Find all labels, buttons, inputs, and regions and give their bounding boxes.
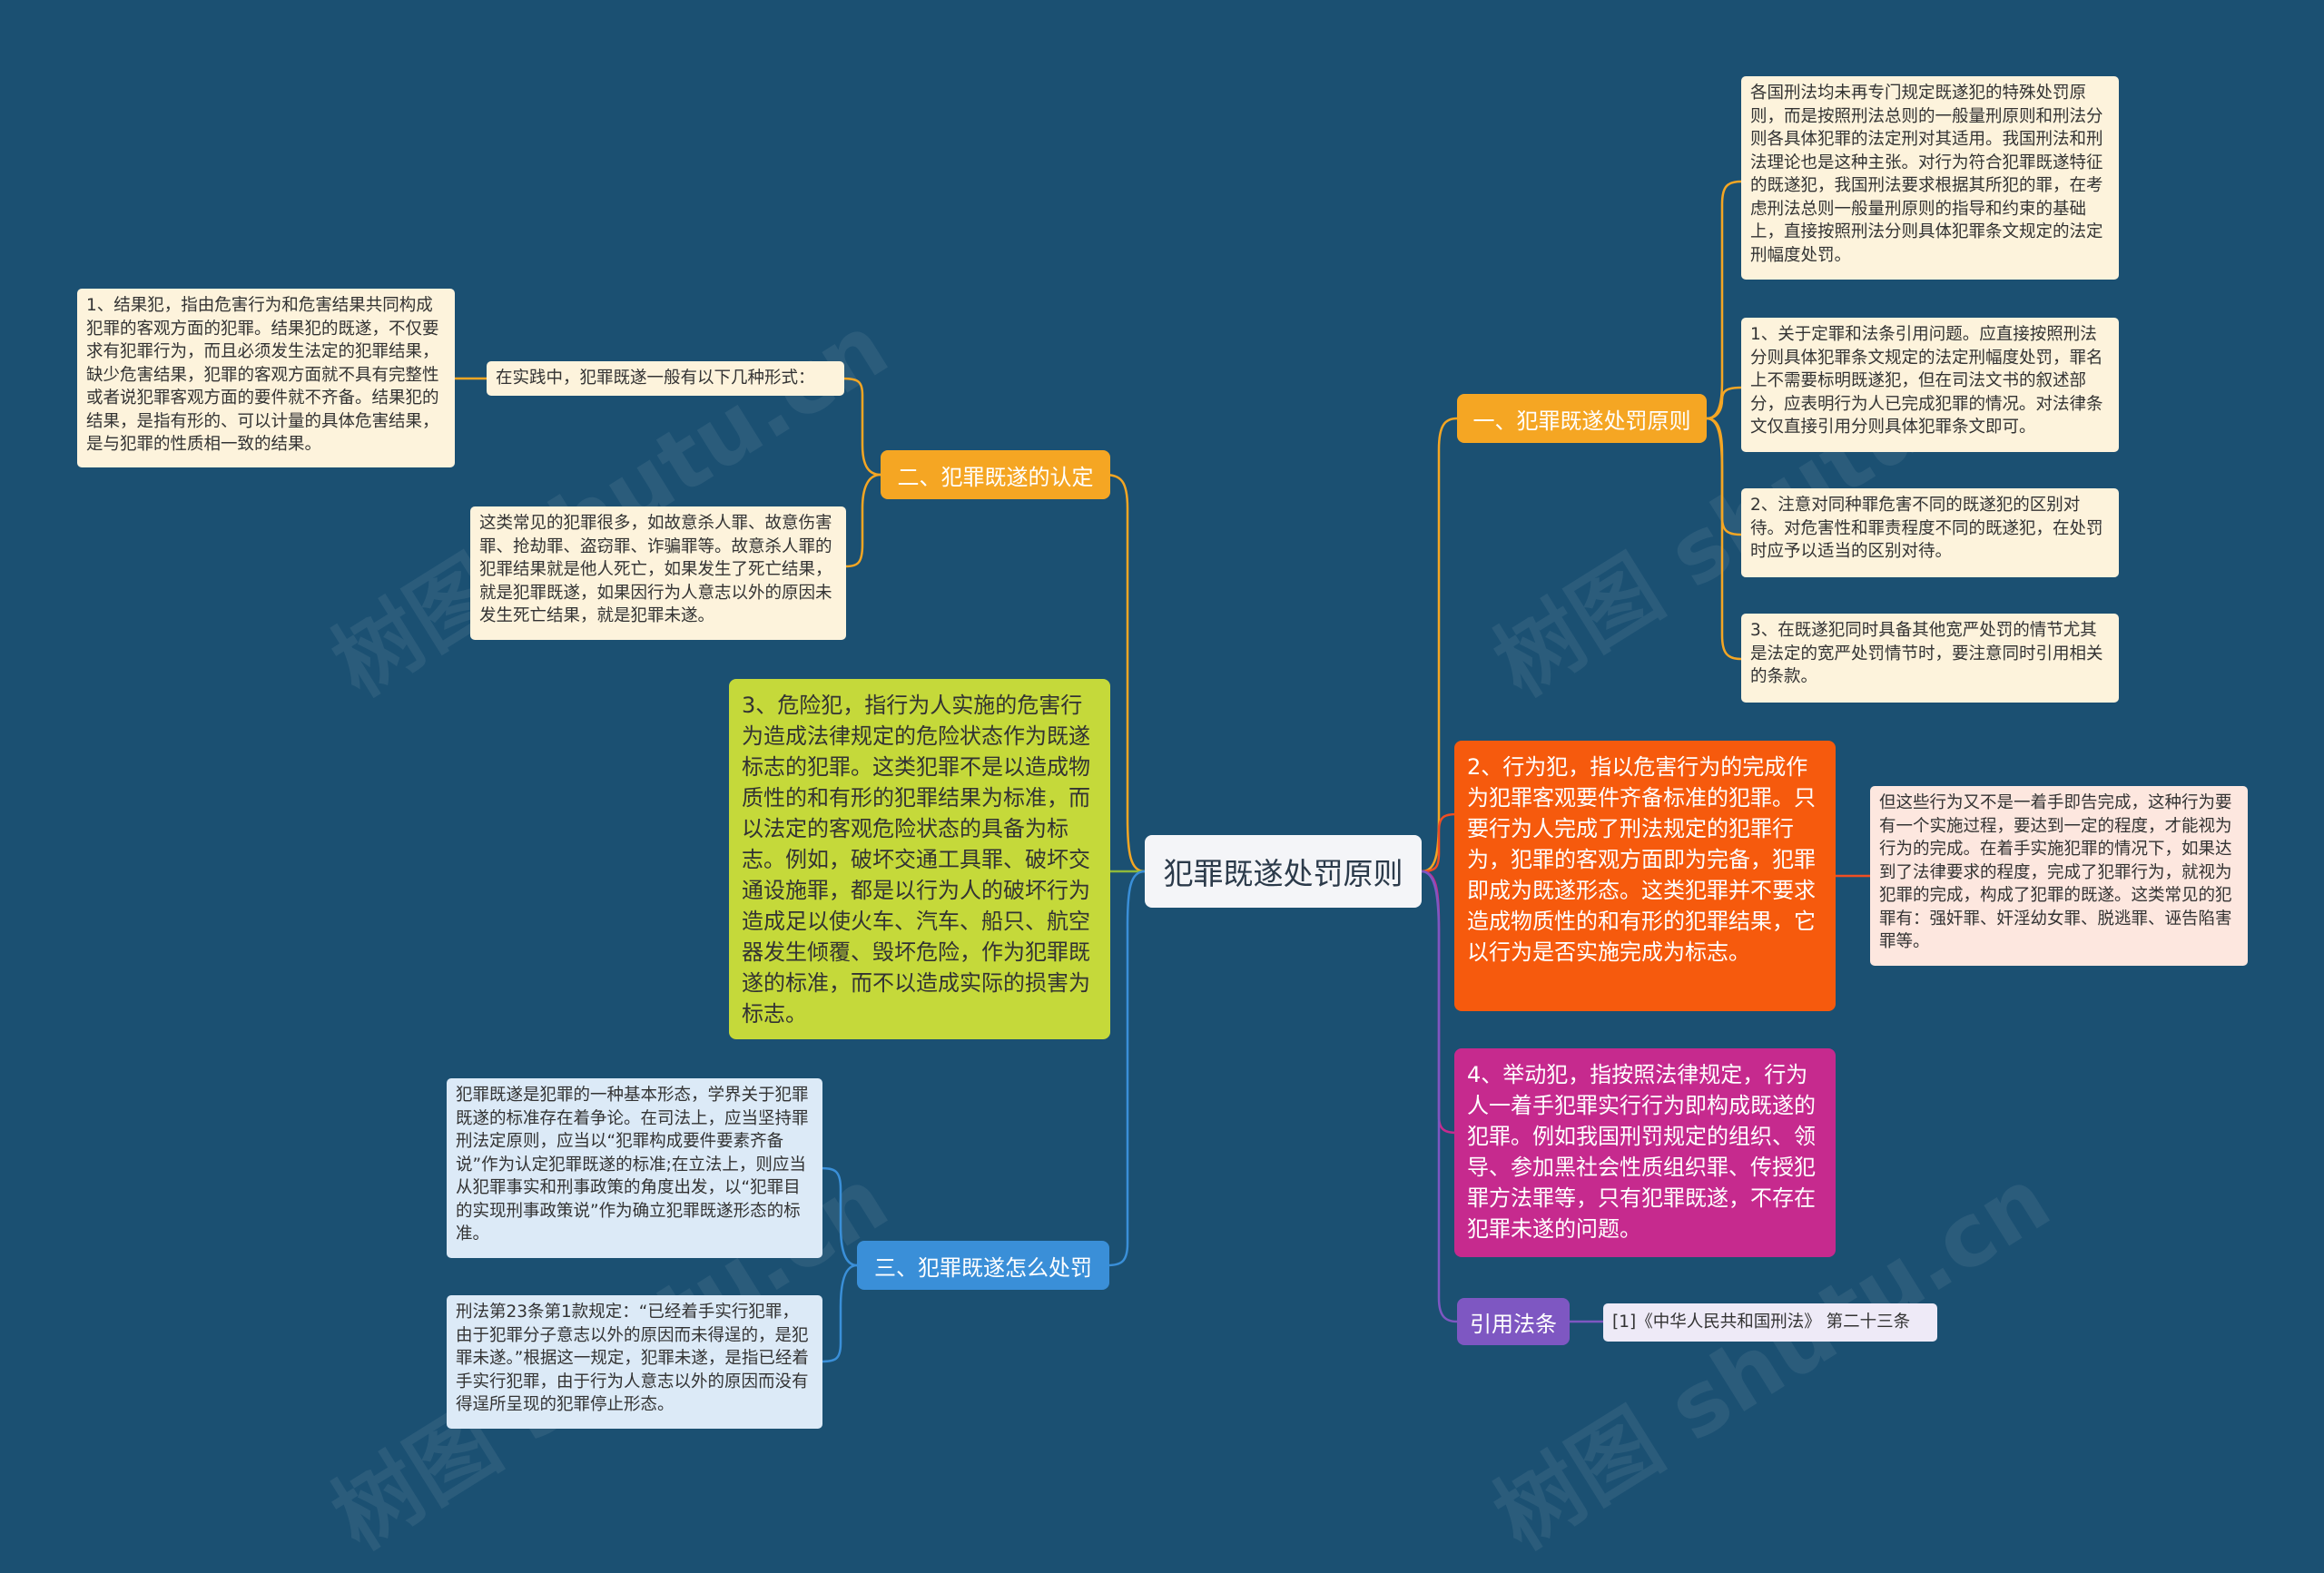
intro-note[interactable]: 在实践中，犯罪既遂一般有以下几种形式： [487, 361, 844, 396]
principle-note-conviction[interactable]: 1、关于定罪和法条引用问题。应直接按照刑法分则具体犯罪条文规定的法定刑幅度处罚，… [1741, 318, 2119, 452]
branch-recognition[interactable]: 二、犯罪既遂的认定 [881, 450, 1110, 499]
branch-punishment-how[interactable]: 三、犯罪既遂怎么处罚 [857, 1241, 1109, 1290]
branch-legal-citation[interactable]: 引用法条 [1457, 1298, 1570, 1345]
principle-note-differentiate[interactable]: 2、注意对同种罪危害不同的既遂犯的区别对待。对危害性和罪责程度不同的既遂犯，在处… [1741, 488, 2119, 577]
article-23-note[interactable]: 刑法第23条第1款规定：“已经着手实行犯罪，由于犯罪分子意志以外的原因而未得逞的… [447, 1295, 822, 1429]
principle-note-general[interactable]: 各国刑法均未再专门规定既遂犯的特殊处罚原则，而是按照刑法总则的一般量刑原则和刑法… [1741, 76, 2119, 280]
result-crime-note[interactable]: 1、结果犯，指由危害行为和危害结果共同构成犯罪的客观方面的犯罪。结果犯的既遂，不… [77, 289, 455, 467]
citation-reference[interactable]: [1]《中华人民共和国刑法》 第二十三条 [1603, 1303, 1937, 1342]
dangerous-crime-topic[interactable]: 3、危险犯，指行为人实施的危害行为造成法律规定的危险状态作为既遂标志的犯罪。这类… [729, 679, 1110, 1039]
conduct-crime-note[interactable]: 但这些行为又不是一着手即告完成，这种行为要有一个实施过程，要达到一定的程度，才能… [1870, 786, 2248, 966]
root-topic[interactable]: 犯罪既遂处罚原则 [1145, 835, 1422, 908]
conduct-crime-topic[interactable]: 2、行为犯，指以危害行为的完成作为犯罪客观要件齐备标准的犯罪。只要行为人完成了刑… [1454, 741, 1836, 1011]
principle-note-circumstances[interactable]: 3、在既遂犯同时具备其他宽严处罚的情节尤其是法定的宽严处罚情节时，要注意同时引用… [1741, 614, 2119, 703]
branch-punishment-principle[interactable]: 一、犯罪既遂处罚原则 [1457, 394, 1707, 443]
connector-lines [454, 180, 1870, 1363]
result-crime-examples-note[interactable]: 这类常见的犯罪很多，如故意杀人罪、故意伤害罪、抢劫罪、盗窃罪、诈骗罪等。故意杀人… [470, 506, 846, 640]
standard-debate-note[interactable]: 犯罪既遂是犯罪的一种基本形态，学界关于犯罪既遂的标准存在着争论。在司法上，应当坚… [447, 1078, 822, 1258]
act-crime-topic[interactable]: 4、举动犯，指按照法律规定，行为人一着手犯罪实行行为即构成既遂的犯罪。例如我国刑… [1454, 1048, 1836, 1257]
